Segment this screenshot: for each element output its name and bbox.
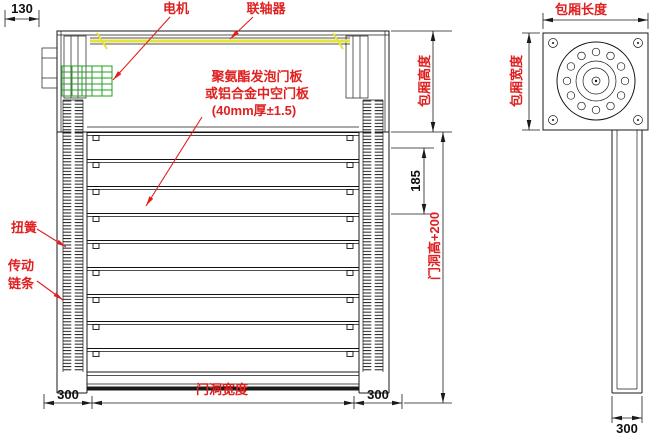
side-dimensions — [522, 13, 649, 423]
dim-300-side: 300 — [616, 421, 638, 436]
dim-box-width: 包厢宽度 — [509, 54, 524, 107]
panel-leader-line — [145, 116, 203, 207]
label-panel-line2: 或铝合金中空门板 — [205, 86, 310, 101]
motor-leader-line — [112, 16, 171, 81]
corner-bolts — [548, 38, 643, 125]
left-guide-rail — [56, 99, 88, 394]
dim-300-right: 300 — [367, 387, 389, 402]
coupling-leader-line — [229, 16, 254, 40]
dim-box-height: 包厢高度 — [417, 54, 432, 107]
dim-300-left: 300 — [57, 387, 79, 402]
label-panel-line1: 聚氨酯发泡门板 — [210, 69, 303, 84]
label-panel-line3: (40mm厚±1.5) — [212, 103, 296, 118]
chain-leader-line — [36, 280, 64, 301]
front-view — [41, 30, 390, 394]
label-torsion-spring: 扭簧 — [11, 220, 37, 235]
label-coupling: 联轴器 — [246, 1, 286, 16]
drive-shaft — [90, 32, 350, 50]
label-motor: 电机 — [163, 1, 189, 16]
dim-box-length: 包厢长度 — [555, 2, 608, 17]
door-slats — [87, 132, 359, 372]
guide-rail-side — [611, 130, 643, 394]
text-labels: 130 电机 联轴器 聚氨酯发泡门板 或铝合金中空门板 (40mm厚±1.5) … — [7, 1, 638, 436]
motor-symbol — [61, 65, 113, 97]
dim-130: 130 — [11, 1, 33, 16]
right-end-plate — [345, 35, 369, 99]
hood-box-side — [542, 32, 649, 131]
motor-bracket — [41, 47, 58, 89]
bolt-circle — [562, 47, 630, 115]
front-dimensions — [4, 10, 452, 409]
side-view — [522, 13, 649, 423]
bottom-bar — [87, 371, 359, 391]
torsion-spring-leader-line — [36, 228, 67, 248]
left-end-plate — [63, 35, 87, 99]
leader-lines — [36, 16, 254, 301]
dim-door-width: 门洞宽度 — [196, 382, 249, 397]
label-chain-line2: 链条 — [7, 276, 35, 291]
dim-door-height: 门洞高+200 — [427, 212, 442, 280]
dim-185: 185 — [408, 170, 423, 192]
right-guide-rail — [358, 99, 390, 394]
label-chain-line1: 传动 — [7, 258, 34, 273]
roller-end-view — [556, 41, 636, 121]
